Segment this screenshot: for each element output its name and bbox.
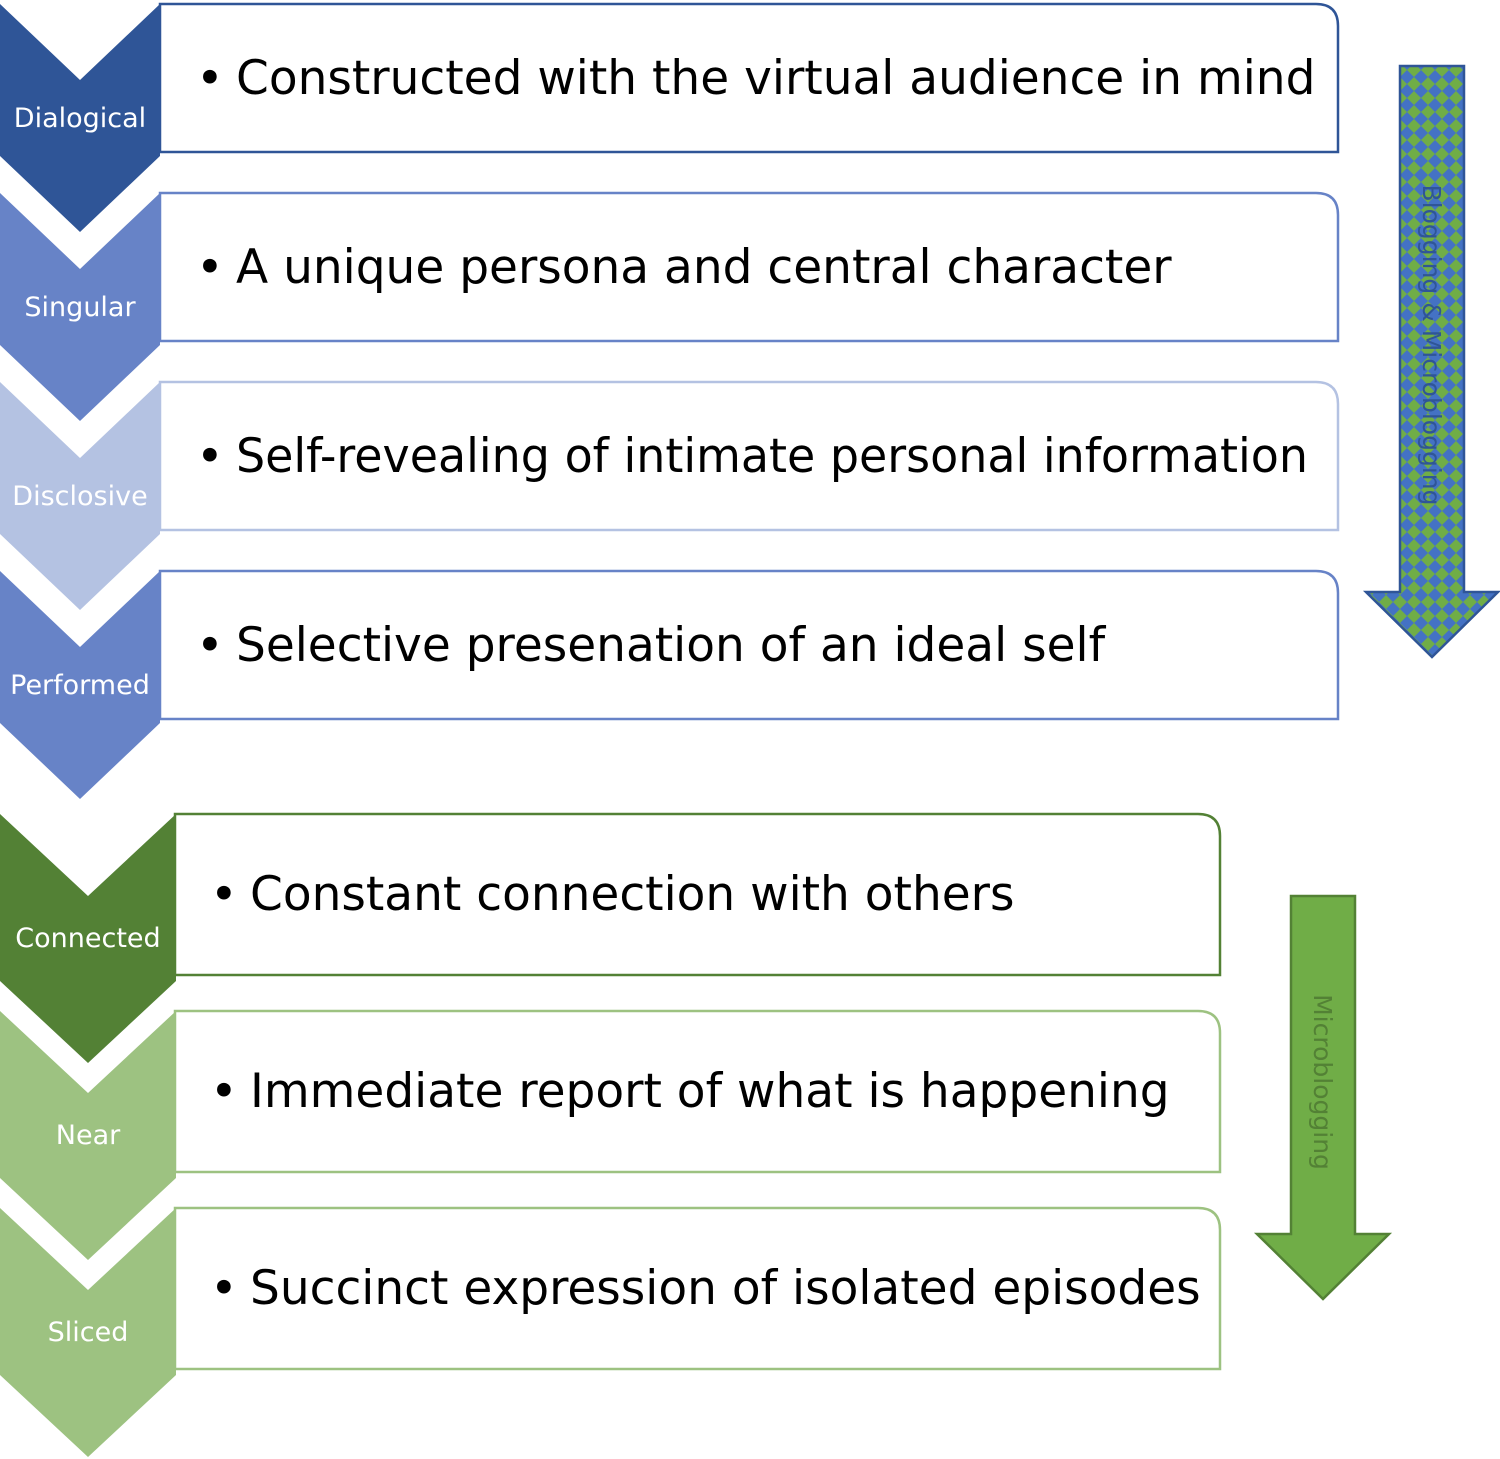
chevron-shape: [0, 4, 160, 232]
item-box: [158, 2, 1340, 154]
item-bullet: •: [210, 867, 238, 922]
item-text: Constructed with the virtual audience in…: [236, 51, 1315, 106]
chevron-shape: [0, 814, 176, 1063]
item-text: Constant connection with others: [250, 867, 1014, 922]
list-item: Sliced • Succinct expression of isolated…: [0, 1206, 1222, 1457]
item-bullet: •: [196, 618, 224, 673]
arrow-label: Microblogging: [1308, 994, 1337, 1170]
chevron-label: Performed: [10, 670, 150, 701]
group-microblogging: Connected • Constant connection with oth…: [0, 812, 1393, 1457]
item-bullet: •: [196, 51, 224, 106]
chevron-shape: [0, 571, 160, 799]
chevron-shape: [0, 1208, 176, 1457]
down-arrow-icon: [1362, 64, 1500, 659]
chevron-label: Dialogical: [14, 103, 146, 134]
chevron-shape: [0, 193, 160, 421]
chevron-label: Near: [56, 1120, 121, 1151]
chevron-label: Connected: [15, 923, 160, 954]
arrow-label: Blogging & Microblogging: [1417, 185, 1446, 506]
item-box: [173, 1206, 1222, 1371]
chevron-label: Disclosive: [12, 481, 147, 512]
item-text: Self-revealing of intimate personal info…: [236, 429, 1308, 484]
list-item: Performed • Selective presenation of an …: [0, 569, 1340, 799]
item-box: [173, 812, 1222, 977]
item-bullet: •: [196, 429, 224, 484]
item-bullet: •: [210, 1261, 238, 1316]
group-blogging: Dialogical • Constructed with the virtua…: [0, 2, 1500, 799]
list-item: Near • Immediate report of what is happe…: [0, 1009, 1222, 1260]
chevron-label: Sliced: [48, 1317, 129, 1348]
item-box: [158, 569, 1340, 721]
list-item: Dialogical • Constructed with the virtua…: [0, 2, 1340, 232]
blogging-arrow: Blogging & Microblogging: [1362, 64, 1500, 659]
item-bullet: •: [196, 240, 224, 295]
list-item: Disclosive • Self-revealing of intimate …: [0, 380, 1340, 610]
item-box: [158, 191, 1340, 343]
item-box: [173, 1009, 1222, 1174]
item-text: A unique persona and central character: [236, 240, 1172, 295]
item-box: [158, 380, 1340, 532]
microblogging-arrow: Microblogging: [1253, 894, 1393, 1301]
chevron-shape: [0, 1011, 176, 1260]
chevron-label: Singular: [24, 292, 136, 323]
item-text: Selective presenation of an ideal self: [236, 618, 1107, 673]
item-bullet: •: [210, 1064, 238, 1119]
down-arrow-icon: [1253, 894, 1393, 1301]
item-text: Succinct expression of isolated episodes: [250, 1261, 1201, 1316]
list-item: Singular • A unique persona and central …: [0, 191, 1340, 421]
item-text: Immediate report of what is happening: [250, 1064, 1170, 1119]
list-item: Connected • Constant connection with oth…: [0, 812, 1222, 1063]
chevron-shape: [0, 382, 160, 610]
